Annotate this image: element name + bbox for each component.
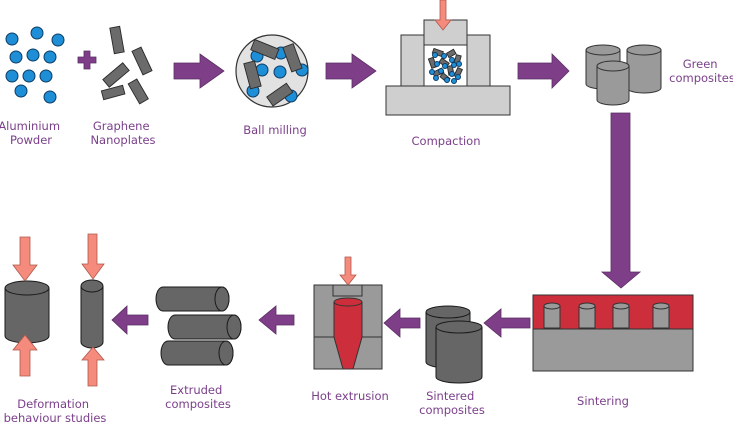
bottom-pressure-arrow <box>12 334 38 377</box>
flow-arrow-to-compaction <box>325 53 377 89</box>
green-composites-label: Green composites <box>669 57 733 85</box>
bottom-pressure-arrow <box>81 346 105 387</box>
sintered-composite-pellets <box>425 305 483 384</box>
extruded-composite-rods <box>155 286 242 366</box>
hot-extrusion-die <box>313 256 383 370</box>
extrusion-pressure-arrow <box>339 256 357 286</box>
aluminium-powder-particles <box>5 26 65 104</box>
sintering-pellets <box>543 302 670 329</box>
hot-extrusion-label: Hot extrusion <box>311 389 389 403</box>
compaction-die <box>385 0 511 116</box>
sintering-label: Sintering <box>577 394 629 408</box>
ball-mill-jar <box>235 34 309 108</box>
deformation-label: Deformation behaviour studies <box>4 397 107 425</box>
compaction-pressure-arrow <box>434 0 452 31</box>
compacted-powder-mix <box>427 47 464 84</box>
sintered-composites-label: Sintered composites <box>419 389 485 417</box>
compression-specimen-slender <box>80 233 105 387</box>
top-pressure-arrow <box>12 236 38 282</box>
flow-arrow-to-sintering <box>600 112 642 289</box>
graphene-nanoplates <box>100 25 153 105</box>
deformation-specimens <box>4 233 105 387</box>
top-pressure-arrow <box>81 233 105 280</box>
compaction-label: Compaction <box>412 134 481 148</box>
compression-specimen-wide <box>4 236 50 377</box>
graphene-nanoplates-label: Graphene Nanoplates <box>90 119 155 147</box>
flow-arrow-to-ball-milling <box>173 53 225 89</box>
flow-arrow-to-green-composites <box>517 53 570 89</box>
flow-arrow-to-deformation <box>111 305 149 335</box>
green-composite-pellets <box>585 44 662 106</box>
flow-arrow-to-sintered-composites <box>483 308 531 338</box>
sintering-furnace <box>532 294 694 372</box>
plus-icon <box>77 50 97 70</box>
flow-arrow-to-hot-extrusion <box>383 308 421 338</box>
extruded-composites-label: Extruded composites <box>165 383 231 411</box>
flow-arrow-to-extruded-composites <box>258 305 295 335</box>
ball-milling-label: Ball milling <box>243 123 307 137</box>
aluminium-powder-label: Aluminium Powder <box>0 119 64 147</box>
